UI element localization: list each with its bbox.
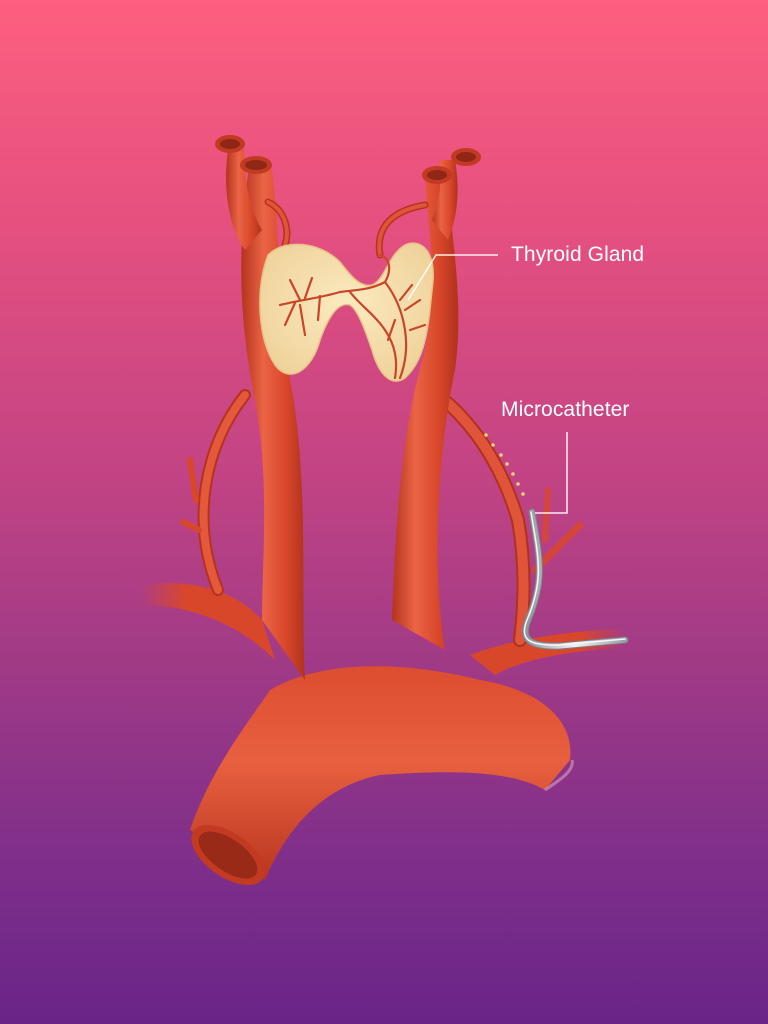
right-branch-artery bbox=[431, 388, 584, 647]
right-subclavian-artery bbox=[470, 628, 625, 675]
aortic-arch bbox=[190, 666, 574, 886]
superior-thyroid-arteries bbox=[264, 198, 429, 259]
catheter-markers bbox=[484, 433, 525, 496]
microcatheter bbox=[521, 508, 629, 650]
left-carotid-artery bbox=[215, 135, 305, 680]
microcatheter-label: Microcatheter bbox=[501, 398, 630, 421]
thyroid-leader-line bbox=[407, 254, 498, 301]
thyroid-vessels bbox=[278, 253, 427, 380]
right-carotid-artery bbox=[392, 148, 481, 650]
left-subclavian-artery bbox=[140, 583, 275, 660]
left-branch-artery bbox=[180, 389, 251, 596]
thyroid-gland-label: Thyroid Gland bbox=[511, 243, 645, 266]
leader-lines bbox=[407, 254, 568, 514]
microcatheter-leader-line bbox=[535, 432, 568, 514]
thyroid-gland bbox=[259, 242, 434, 382]
